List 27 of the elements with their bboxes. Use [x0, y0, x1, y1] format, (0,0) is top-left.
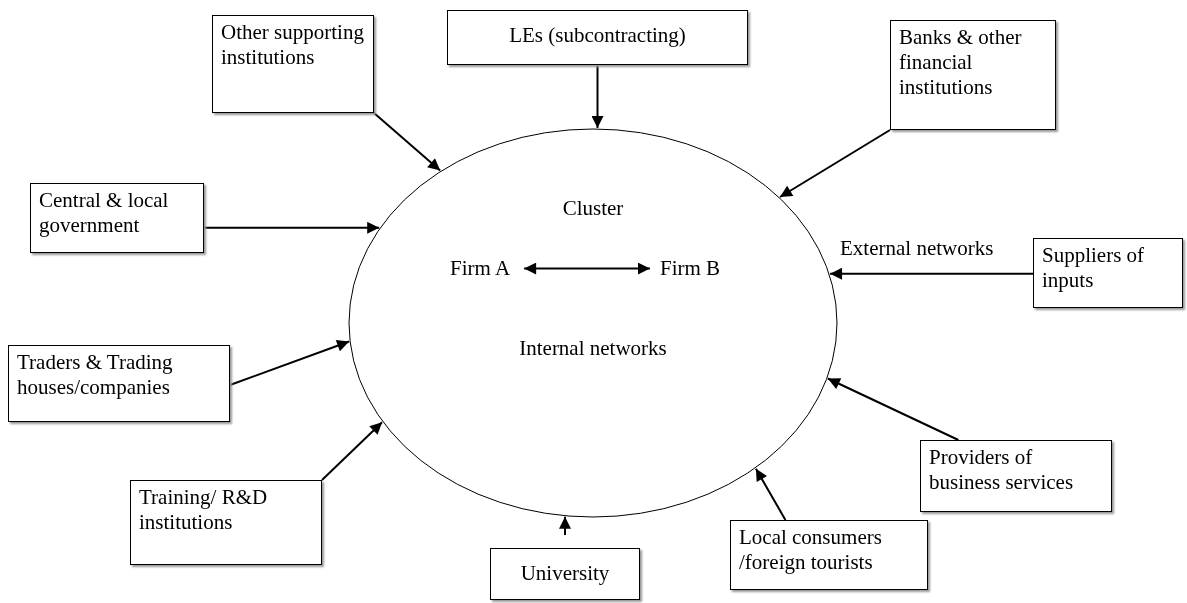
arrow [523, 262, 651, 275]
arrow [203, 221, 381, 234]
actor-box: LEs (subcontracting) [447, 10, 748, 65]
actor-box: Training/ R&D institutions [130, 480, 322, 565]
arrow [826, 377, 960, 441]
actor-box: Suppliers of inputs [1033, 238, 1183, 308]
arrow [229, 340, 351, 387]
firm-label: Firm B [660, 256, 721, 282]
cluster-ellipse [348, 128, 838, 518]
arrow [779, 129, 891, 198]
actor-box: Banks & other financial institutions [890, 20, 1056, 130]
arrow [829, 267, 1034, 280]
actor-box: Central & local government [30, 183, 204, 253]
arrow [754, 467, 787, 521]
actor-box: Providers of business services [920, 440, 1112, 512]
network-label: External networks [840, 236, 994, 262]
arrow [321, 421, 384, 481]
arrow [559, 515, 571, 536]
actor-box: University [490, 548, 640, 600]
actor-box: Traders & Trading houses/companies [8, 345, 230, 422]
arrow [591, 64, 604, 130]
firm-label: Firm A [450, 256, 511, 282]
cluster-title: Cluster [562, 196, 624, 221]
actor-box: Other supporting institutions [212, 15, 374, 113]
ellipse-label: Internal networks [519, 336, 667, 361]
arrow [373, 112, 442, 172]
actor-box: Local consumers /foreign tourists [730, 520, 928, 590]
